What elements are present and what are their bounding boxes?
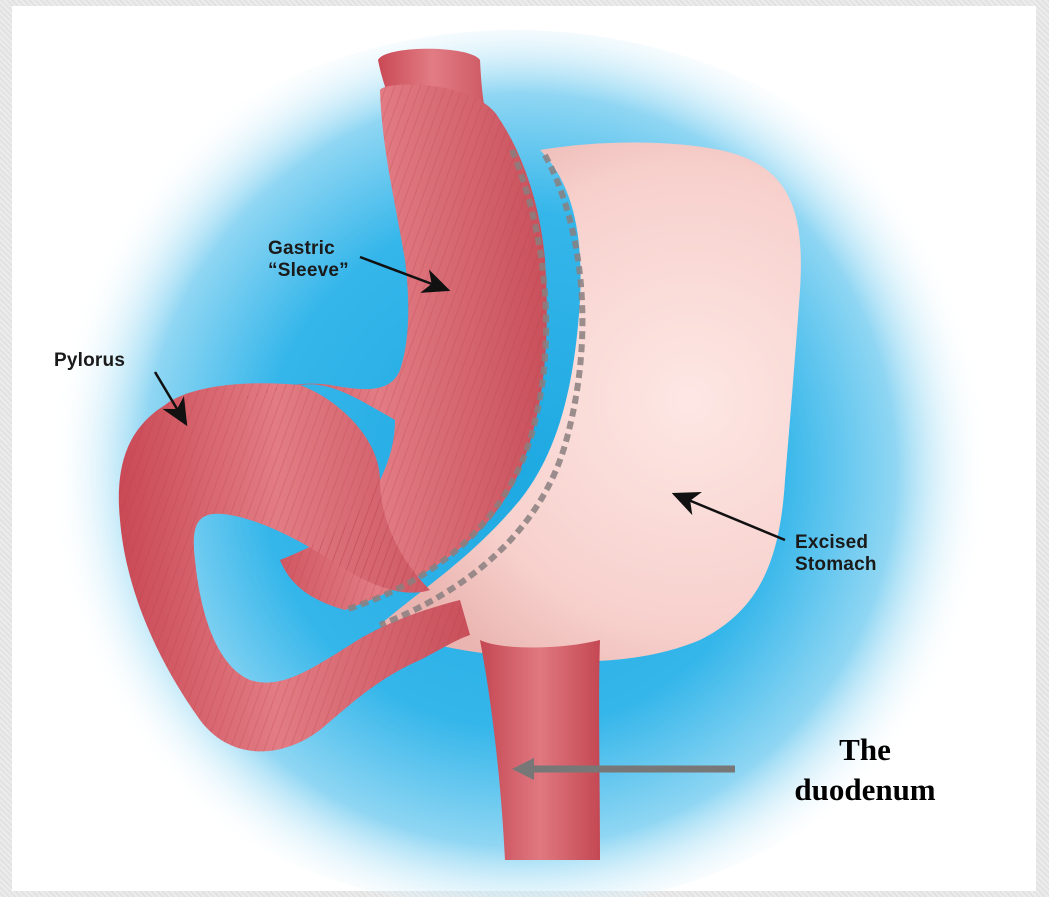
pylorus-label: Pylorus <box>54 350 125 372</box>
excised-stomach-label: Excised Stomach <box>795 532 877 576</box>
gastric-sleeve-label: Gastric “Sleeve” <box>268 238 349 282</box>
duodenum-label: The duodenum <box>770 730 960 810</box>
